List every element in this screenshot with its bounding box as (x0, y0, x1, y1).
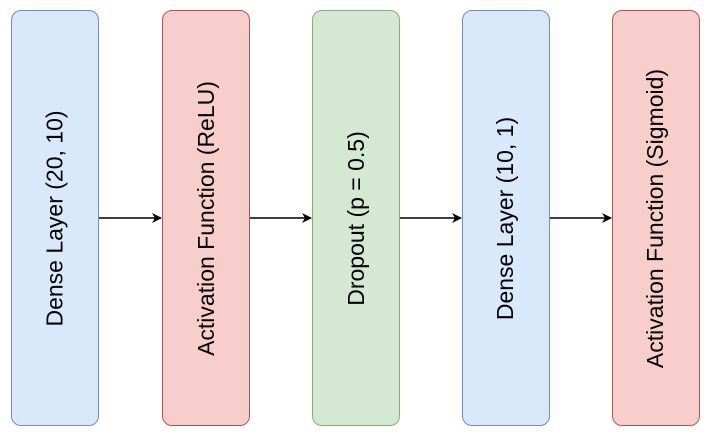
activation-relu-block-label: Activation Function (ReLU) (192, 80, 219, 356)
dense-layer-block-2: Dense Layer (10, 1) (462, 10, 550, 426)
dropout-block-label: Dropout (p = 0.5) (342, 130, 369, 306)
dense-layer-block-1: Dense Layer (20, 10) (11, 10, 99, 426)
dropout-block: Dropout (p = 0.5) (312, 10, 400, 426)
dense-layer-block-2-label: Dense Layer (10, 1) (492, 116, 519, 320)
activation-relu-block: Activation Function (ReLU) (162, 10, 250, 426)
dense-layer-block-1-label: Dense Layer (20, 10) (41, 109, 68, 327)
activation-sigmoid-block-label: Activation Function (Sigmoid) (642, 68, 669, 368)
activation-sigmoid-block: Activation Function (Sigmoid) (612, 10, 700, 426)
